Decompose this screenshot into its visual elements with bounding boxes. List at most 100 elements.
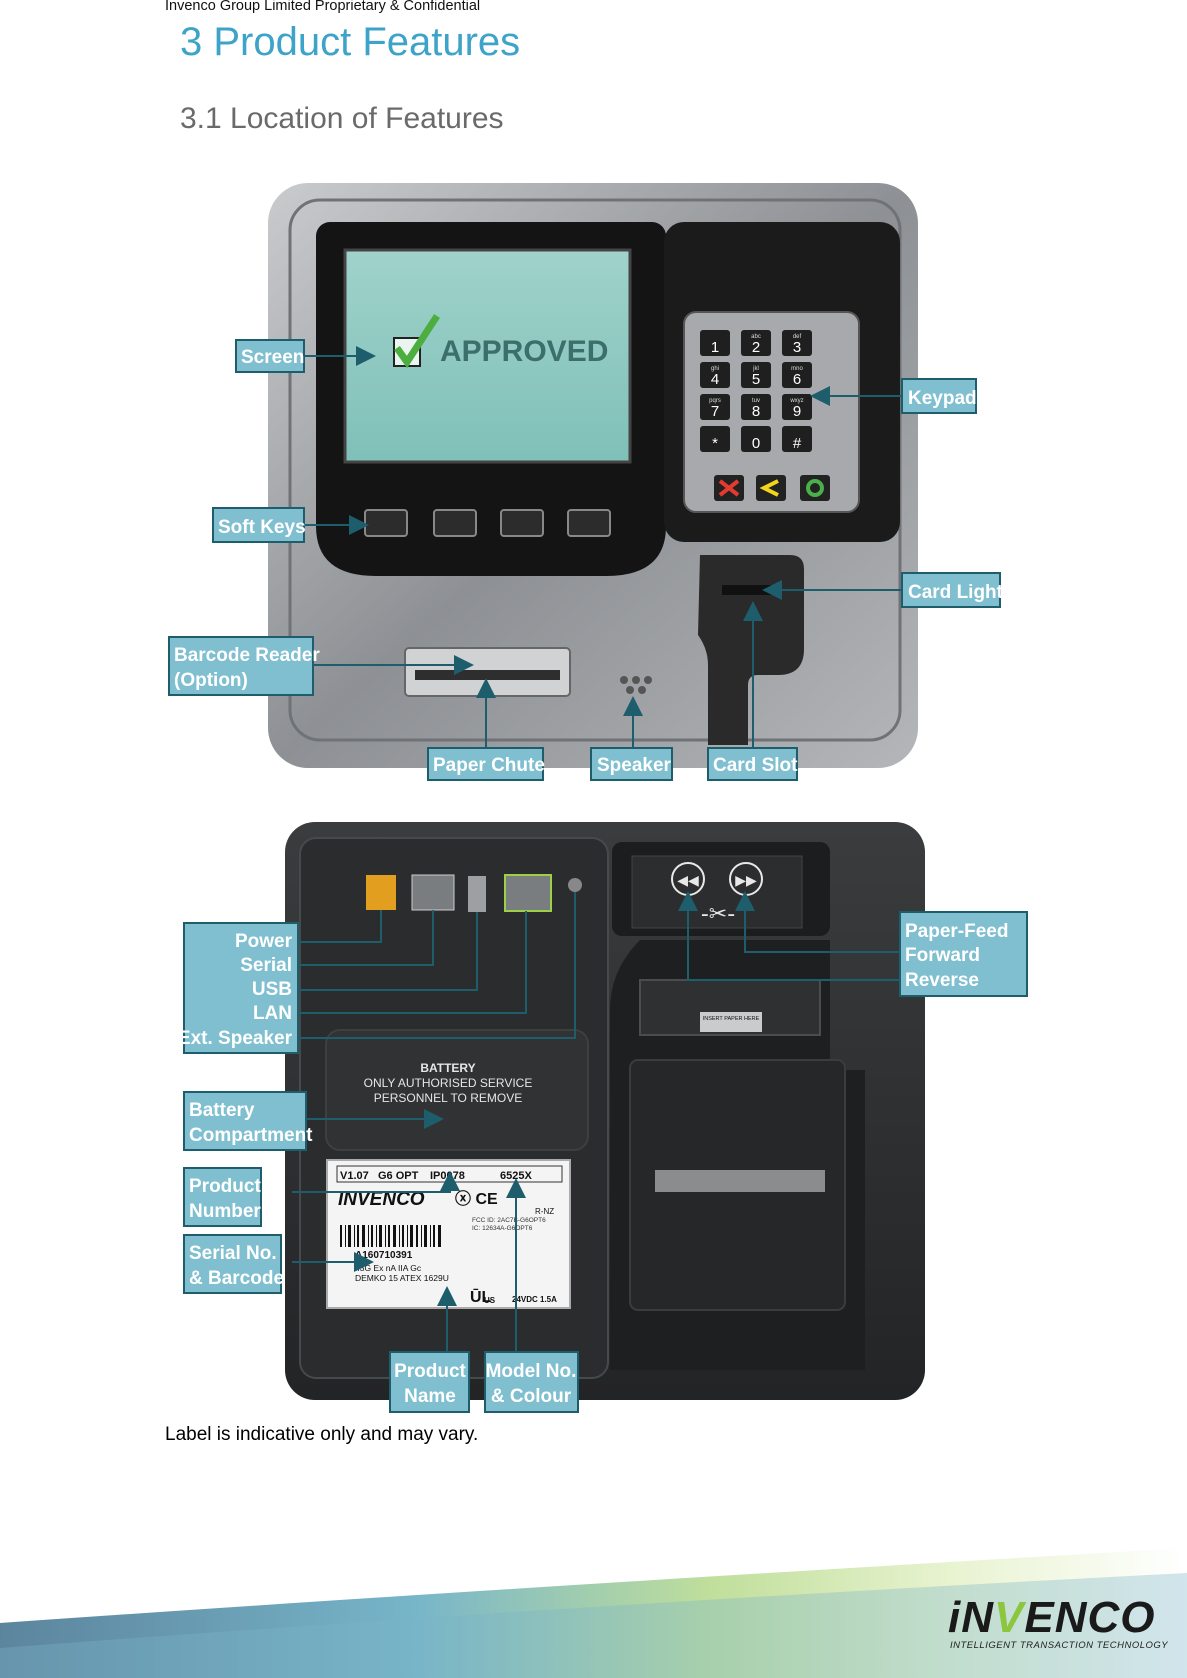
callout-lan: LAN <box>253 1003 292 1024</box>
enter-circle-icon <box>806 479 824 497</box>
svg-text:Card Light: Card Light <box>908 582 1004 603</box>
label-brand: INVENCO <box>338 1189 425 1210</box>
svg-text:Reverse: Reverse <box>905 970 979 991</box>
product-label: V1.07 G6 OPT IP0078 6525X INVENCO ⓧ CE R… <box>326 1159 571 1309</box>
rear-view: BATTERY ONLY AUTHORISED SERVICE PERSONNE… <box>178 822 1028 1413</box>
label-voltage: 24VDC 1.5A <box>512 1295 557 1304</box>
svg-text:Serial No.: Serial No. <box>189 1243 277 1264</box>
svg-text:Speaker: Speaker <box>597 755 672 776</box>
keypad-key <box>782 362 812 388</box>
label-cert: DEMKO 15 ATEX 1629U <box>355 1273 449 1283</box>
soft-key <box>364 509 408 537</box>
svg-text:Soft Keys: Soft Keys <box>218 517 306 538</box>
keypad-key <box>741 362 771 388</box>
scissors-icon: -✂- <box>701 902 735 927</box>
svg-text:Number: Number <box>189 1201 261 1222</box>
logo-tagline: INTELLIGENT TRANSACTION TECHNOLOGY <box>950 1640 1169 1651</box>
clear-arrow-icon <box>759 479 779 497</box>
ce-mark-icon: ⓧ CE <box>455 1189 498 1208</box>
svg-text:Product: Product <box>189 1176 261 1197</box>
footer-band <box>0 1548 1187 1678</box>
ul-mark-icon: ŪL <box>470 1287 492 1306</box>
callout-serial-barcode: Serial No. & Barcode <box>183 1234 284 1294</box>
label-atex: II3G Ex nA IIA Gc <box>355 1263 422 1273</box>
insert-paper-text: INSERT PAPER HERE <box>703 1016 760 1022</box>
callout-usb: USB <box>252 979 292 1000</box>
keypad-key <box>741 394 771 420</box>
callout-paper-chute: Paper Chute <box>427 747 545 781</box>
keypad-key-digit: * <box>712 435 718 452</box>
keypad-key-digit: 1 <box>711 339 719 356</box>
callout-power: Power <box>235 931 293 952</box>
keypad-key-digit: 7 <box>711 403 719 420</box>
front-view: APPROVED 1abc2def3ghi4jkl5mno6pqrs7tuv8w… <box>168 183 1004 781</box>
keypad-key <box>782 330 812 356</box>
battery-label-line-2: ONLY AUTHORISED SERVICE <box>364 1076 533 1090</box>
power-port <box>366 875 396 910</box>
label-ic: IC: 12634A-G6OPT6 <box>472 1225 533 1232</box>
keypad-key <box>700 394 730 420</box>
callout-ports: Power Serial USB LAN Ext. Speaker <box>178 922 299 1054</box>
svg-text:Paper Chute: Paper Chute <box>433 755 545 776</box>
keypad-key-letters: jkl <box>752 366 759 372</box>
callout-card-light: Card Light <box>901 572 1004 608</box>
battery-compartment <box>325 1029 589 1151</box>
barcode-icon <box>340 1225 441 1247</box>
keypad-key <box>782 394 812 420</box>
screen-approved-text: APPROVED <box>440 335 608 368</box>
callout-serial: Serial <box>240 955 292 976</box>
feature-diagrams: APPROVED 1abc2def3ghi4jkl5mno6pqrs7tuv8w… <box>168 183 1028 1413</box>
callout-keypad: Keypad <box>901 378 977 414</box>
keypad-key-digit: 0 <box>752 435 760 452</box>
cancel-x-icon <box>718 479 740 497</box>
svg-text:Compartment: Compartment <box>189 1125 313 1146</box>
keypad-key-digit: 8 <box>752 403 760 420</box>
label-serial: A160710391 <box>355 1250 413 1261</box>
callout-product-name: Product Name <box>389 1351 470 1413</box>
label-ul: US <box>484 1296 496 1305</box>
confidentiality-note: Invenco Group Limited Proprietary & Conf… <box>165 0 481 14</box>
keypad-key-letters: mno <box>791 366 803 372</box>
keypad-key <box>700 426 730 452</box>
keypad-key <box>741 330 771 356</box>
ext-speaker-jack <box>568 878 582 892</box>
keypad-key-digit: 2 <box>752 339 760 356</box>
checkmark-tick-icon <box>394 314 440 369</box>
svg-text:& Barcode: & Barcode <box>189 1268 284 1289</box>
printer-roller <box>655 1170 825 1192</box>
keypad-key-letters: tuv <box>752 398 760 404</box>
svg-text:Forward: Forward <box>905 945 980 966</box>
callout-ext-speaker: Ext. Speaker <box>178 1028 293 1049</box>
keypad-key-digit: 6 <box>793 371 801 388</box>
keypad-key-letters: ghi <box>711 366 719 372</box>
callout-card-slot: Card Slot <box>707 747 798 781</box>
svg-text:Keypad: Keypad <box>908 388 977 409</box>
svg-text:Barcode Reader: Barcode Reader <box>174 645 320 666</box>
section-subheading: 3.1 Location of Features <box>180 102 504 135</box>
speaker-grille <box>620 676 652 694</box>
keypad-key <box>700 330 730 356</box>
svg-text:Card Slot: Card Slot <box>713 755 798 776</box>
paper-chute-slot <box>415 670 560 680</box>
soft-key <box>433 509 477 537</box>
callout-barcode-reader: Barcode Reader (Option) <box>168 636 320 696</box>
keypad-key-digit: 9 <box>793 403 801 420</box>
keypad-key <box>782 426 812 452</box>
lan-port <box>504 874 552 912</box>
card-slot <box>722 585 774 595</box>
keypad-panel <box>683 311 860 513</box>
callout-model-colour: Model No. & Colour <box>484 1351 579 1413</box>
svg-text:Battery: Battery <box>189 1100 255 1121</box>
keypad-key-digit: 5 <box>752 371 760 388</box>
svg-text:Name: Name <box>404 1386 456 1407</box>
label-ip: IP0078 <box>430 1170 465 1182</box>
soft-key <box>567 509 611 537</box>
svg-text:Paper-Feed: Paper-Feed <box>905 921 1008 942</box>
svg-text:& Colour: & Colour <box>491 1386 572 1407</box>
keypad-key-letters: abc <box>751 334 761 340</box>
callout-screen: Screen <box>235 339 305 373</box>
keypad-key <box>741 426 771 452</box>
card-reader <box>698 555 804 745</box>
callout-paper-feed: Paper-Feed Forward Reverse <box>899 911 1028 997</box>
soft-keys <box>364 509 611 537</box>
